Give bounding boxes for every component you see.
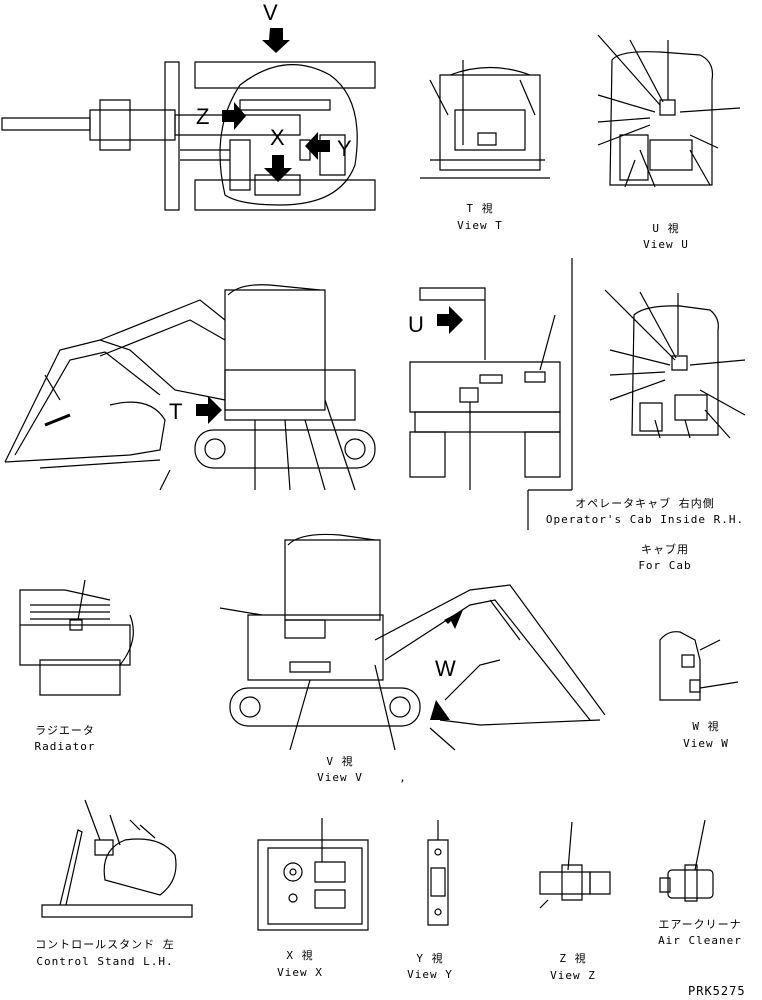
view-y-drawing <box>428 820 448 925</box>
side-view-right-drawing <box>220 534 605 750</box>
air-cleaner-drawing <box>660 820 713 901</box>
view-v-en: View V <box>317 771 363 784</box>
for-cab-en: For Cab <box>638 559 692 572</box>
view-x-drawing <box>258 818 368 930</box>
marker-z: Z <box>196 104 210 129</box>
view-x-jp: X 視 <box>286 949 314 962</box>
arrow-w <box>439 610 463 633</box>
drawing-code: PRK5275 <box>688 984 746 998</box>
air-cleaner-jp: エアークリーナ <box>658 918 742 931</box>
view-z-jp: Z 視 <box>559 952 587 965</box>
view-u-jp: U 視 <box>652 222 680 235</box>
control-stand-drawing <box>42 800 192 917</box>
radiator-en: Radiator <box>34 740 96 753</box>
radiator-drawing <box>20 580 133 695</box>
arrow-v <box>262 28 290 53</box>
view-z-en: View Z <box>550 969 596 982</box>
view-u-drawing <box>598 35 740 187</box>
cab-inside-en: Operator's Cab Inside R.H. <box>545 513 745 526</box>
view-y-en: View Y <box>407 968 453 981</box>
for-cab-jp: キャブ用 <box>641 543 689 556</box>
marker-u: U <box>408 312 424 337</box>
view-t-en: View T <box>457 219 503 232</box>
arrow-x <box>264 155 292 182</box>
view-w-en: View W <box>683 737 729 750</box>
view-x-en: View X <box>277 966 323 979</box>
rear-view-drawing <box>410 258 572 530</box>
view-v-mark: , <box>399 771 407 784</box>
arrow-z <box>222 102 246 130</box>
arrow-y <box>305 132 330 160</box>
cab-inside-jp: オペレータキャブ 右内側 <box>575 497 715 510</box>
view-v-jp: V 視 <box>326 755 354 768</box>
marker-y: Y <box>337 136 352 161</box>
marker-v: V <box>263 0 278 25</box>
view-z-drawing <box>540 822 610 908</box>
view-u-en: View U <box>643 238 689 251</box>
marker-w: W <box>435 656 456 681</box>
side-view-left-drawing <box>5 285 375 490</box>
air-cleaner-en: Air Cleaner <box>658 934 742 947</box>
view-w-drawing <box>660 632 738 700</box>
arrow-t <box>196 396 222 424</box>
view-t-jp: T 視 <box>466 202 494 215</box>
cab-inside-rh-drawing <box>605 290 745 438</box>
view-t-drawing <box>420 60 550 178</box>
top-plan-view <box>2 28 375 210</box>
control-stand-jp: コントロールスタンド 左 <box>35 938 175 951</box>
view-w-jp: W 視 <box>692 720 720 733</box>
radiator-jp: ラジエータ <box>35 724 95 737</box>
marker-x: X <box>270 125 285 150</box>
arrow-u <box>437 306 463 334</box>
marker-t: T <box>169 399 183 424</box>
control-stand-en: Control Stand L.H. <box>36 955 174 968</box>
view-y-jp: Y 視 <box>416 952 444 965</box>
